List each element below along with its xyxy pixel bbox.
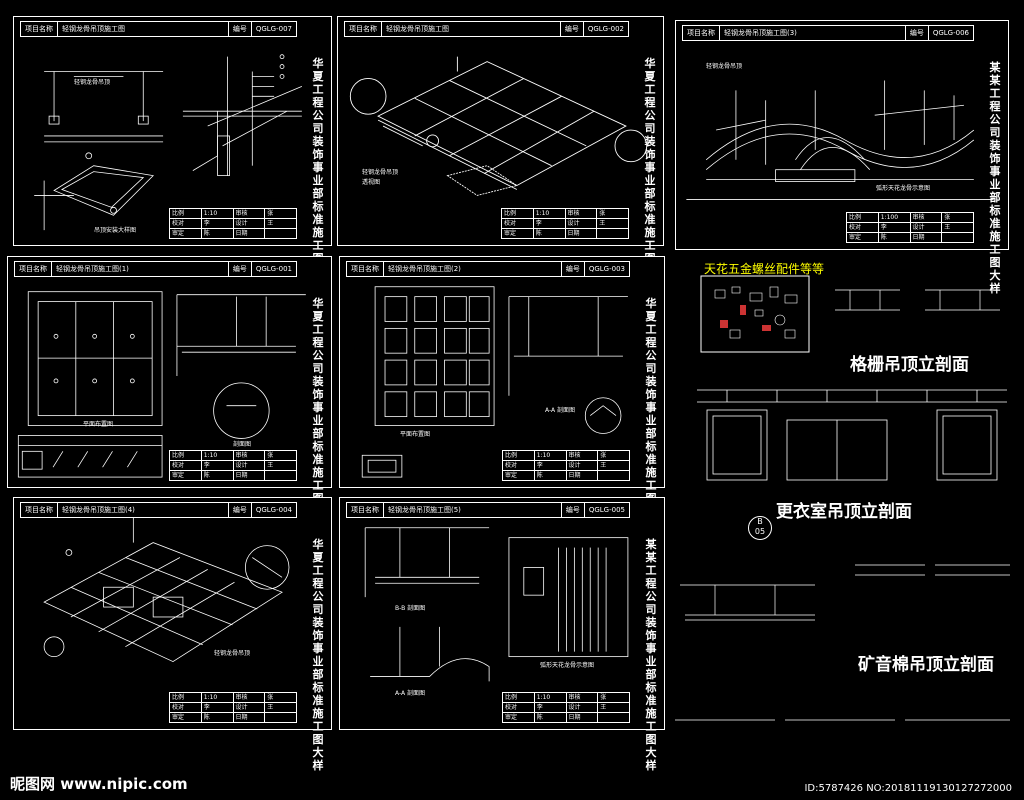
sheet-4-linework [17,291,306,478]
vertical-title: 某某工程公司装饰事业部标准施工图大样 [989,61,1001,295]
grille-title: 格栅吊顶立剖面 [850,355,969,375]
hardware-parts-illustration [700,275,810,353]
vertical-title: 华夏工程公司装饰事业部标准施工图大样 [312,538,324,772]
drawing-sheet-2: 项目名称 轻钢龙骨吊顶施工图 编号 QGLG-002 华夏工程公司装饰事业部标准… [337,16,664,291]
watermark: 昵图网 www.nipic.com [10,775,188,793]
sheet-1-linework [34,54,303,231]
sheet-6-linework [43,517,290,663]
caption: 弧形天花龙骨示意图 [876,185,931,192]
sheet-header: 项目名称 轻钢龙骨吊顶施工图(5) 编号 QGLG-005 [346,502,630,518]
caption: 透视图 [362,179,381,186]
caption: 轻钢龙骨吊顶 [362,169,399,176]
locker-title: 更衣室吊顶立剖面 [776,502,912,522]
sheet-7-linework [364,527,629,682]
caption: 吊顶安装大样图 [94,227,137,234]
caption: B-B 剖面图 [395,605,426,612]
drawing-sheet-7: 项目名称 轻钢龙骨吊顶施工图(5) 编号 QGLG-005 某某工程公司装饰事业… [339,497,665,772]
caption: 轻钢龙骨吊顶 [214,650,251,657]
sheet-header: 项目名称 轻钢龙骨吊顶施工图(2) 编号 QGLG-003 [346,261,630,277]
number-label: 编号 [229,22,252,36]
project-name: 轻钢龙骨吊顶施工图 [58,22,229,36]
vertical-title: 华夏工程公司装饰事业部标准施工图大样 [312,297,324,531]
caption: A-A 剖面图 [395,690,426,697]
project-label: 项目名称 [21,22,58,36]
caption: 轻钢龙骨吊顶 [706,63,743,70]
drawing-sheet-5: 项目名称 轻钢龙骨吊顶施工图(2) 编号 QGLG-003 华夏工程公司装饰事业… [339,256,665,531]
mineral-ceiling-details [675,564,1010,721]
sheet-header: 项目名称 轻钢龙骨吊顶施工图 编号 QGLG-002 [344,21,629,37]
drawing-sheet-6: 项目名称 轻钢龙骨吊顶施工图(4) 编号 QGLG-004 华夏工程公司装饰事业… [13,497,332,772]
sheet-header: 项目名称 轻钢龙骨吊顶施工图 编号 QGLG-007 [20,21,297,37]
image-id: ID:5787426 NO:20181119130127272000 [804,783,1012,794]
caption: 平面布置图 [83,421,114,428]
locker-room-elevation [697,389,1007,481]
vertical-title: 华夏工程公司装饰事业部标准施工图大样 [645,297,657,531]
caption: A-A 剖面图 [545,407,576,414]
grille-detail-drawing [835,289,1000,311]
caption: 剖面图 [233,441,252,448]
caption: 轻钢龙骨吊顶 [74,79,111,86]
sheet-header: 项目名称 轻钢龙骨吊顶施工图(4) 编号 QGLG-004 [20,502,297,518]
sheet-5-linework [361,286,628,478]
hardware-title: 天花五金螺丝配件等等 [704,262,825,276]
sheet-2-linework [349,56,648,196]
drawing-sheet-1: 项目名称 轻钢龙骨吊顶施工图 编号 QGLG-007 华夏工程公司装饰事业部标准… [13,16,332,291]
sheet-number: QGLG-007 [255,25,292,33]
section-marker: B 05 [748,516,772,540]
caption: 弧形天花龙骨示意图 [540,662,595,669]
caption: 平面布置图 [400,431,431,438]
drawing-sheet-3: 项目名称 轻钢龙骨吊顶施工图(3) 编号 QGLG-006 某某工程公司装饰事业… [675,20,1009,295]
vertical-title: 某某工程公司装饰事业部标准施工图大样 [645,538,657,772]
sheet-header: 项目名称 轻钢龙骨吊顶施工图(1) 编号 QGLG-001 [14,261,297,277]
sheet-3-linework [686,80,994,200]
sheet-header: 项目名称 轻钢龙骨吊顶施工图(3) 编号 QGLG-006 [682,25,974,41]
mineral-title: 矿音棉吊顶立剖面 [858,655,994,675]
drawing-sheet-4: 项目名称 轻钢龙骨吊顶施工图(1) 编号 QGLG-001 华夏工程公司装饰事业… [7,256,332,531]
